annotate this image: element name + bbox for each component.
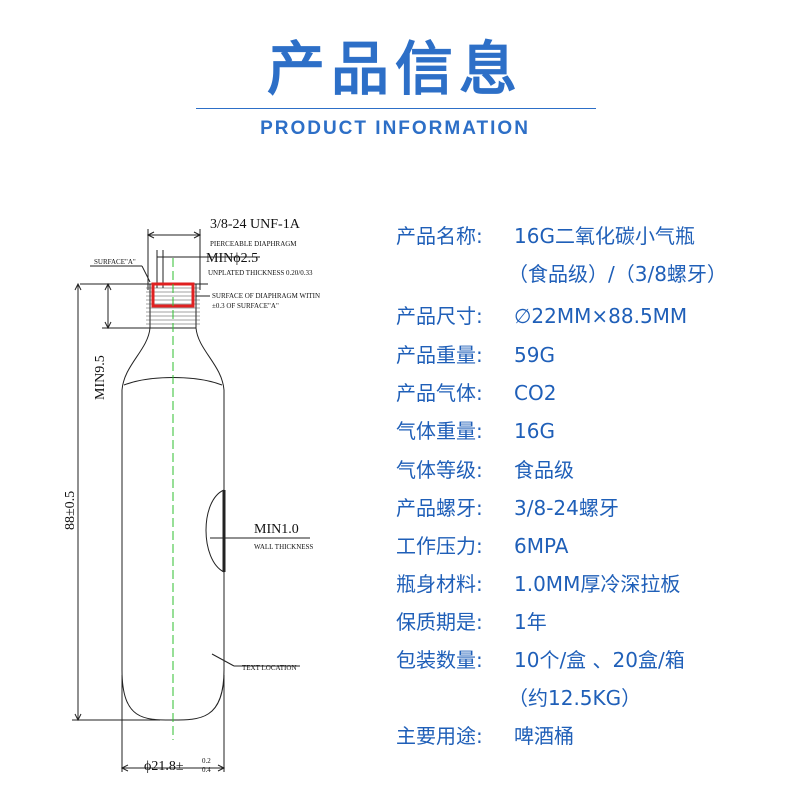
unplated-label: UNPLATED THICKNESS 0.20/0.33 [208,269,313,277]
spec-row-thread: 产品螺牙: 3/8-24螺牙 [396,492,619,521]
spec-value: 16G [514,419,555,443]
spec-label: 包装数量: [396,648,483,672]
wall-thickness-label: WALL THICKNESS [254,543,313,551]
text-location-label: TEXT LOCATION [242,664,297,672]
diameter-tol-upper: 0.2 [202,757,211,765]
spec-row-usage: 主要用途: 啤酒桶 [396,720,574,749]
spec-label: 产品气体: [396,381,483,405]
page-subtitle: PRODUCT INFORMATION [260,118,530,139]
surface-note-line1: SURFACE OF DIAPHRAGM WITIN [212,292,320,300]
spec-label: 气体等级: [396,458,483,482]
spec-label: 保质期是: [396,610,483,634]
spec-label: 工作压力: [396,534,483,558]
spec-value: 1.0MM厚冷深拉板 [514,572,681,596]
spec-row-weight: 产品重量: 59G [396,339,555,368]
spec-value: 59G [514,343,555,367]
spec-value: 16G二氧化碳小气瓶 [514,224,695,248]
spec-value: ∅22MM×88.5MM [514,304,688,328]
length-label: 88±0.5 [63,491,78,530]
min-diaphragm-label: MINϕ2.5 [206,251,258,266]
spec-row-size: 产品尺寸: ∅22MM×88.5MM [396,300,687,329]
spec-label: 产品尺寸: [396,304,483,328]
min95-label: MIN9.5 [93,355,108,400]
spec-label: 产品名称: [396,224,483,248]
spec-value: 啤酒桶 [514,724,574,748]
piercable-label: PIERCEABLE DIAPHRAGM [210,240,297,248]
spec-value: CO2 [514,381,557,405]
surface-note-line2: ±0.3 OF SURFACE"A" [212,302,279,310]
spec-row-shelf-life: 保质期是: 1年 [396,606,547,635]
spec-value: 6MPA [514,534,569,558]
spec-label: 气体重量: [396,419,483,443]
spec-row-name: 产品名称: 16G二氧化碳小气瓶 [396,220,695,249]
spec-row-gas-grade: 气体等级: 食品级 [396,454,574,483]
spec-row-packaging: 包装数量: 10个/盒 、20盒/箱 [396,644,685,673]
page-title: 产品信息 [266,35,523,103]
spec-row-material: 瓶身材料: 1.0MM厚冷深拉板 [396,568,680,597]
spec-value: 1年 [514,610,547,634]
thread-label: 3/8-24 UNF-1A [210,217,301,232]
title-divider [196,108,596,109]
spec-label: 主要用途: [396,724,483,748]
cylinder-technical-drawing: 3/8-24 UNF-1A PIERCEABLE DIAPHRAGM MINϕ2… [63,217,320,774]
wall-min-label: MIN1.0 [254,522,299,537]
diameter-tol-lower: 0.4 [202,766,211,774]
spec-value-continuation: （约12.5KG） [508,686,642,710]
spec-label: 产品螺牙: [396,496,483,520]
spec-row-pressure: 工作压力: 6MPA [396,530,568,559]
spec-value: 3/8-24螺牙 [514,496,619,520]
diameter-label: ϕ21.8± [144,759,184,774]
spec-label: 瓶身材料: [396,572,483,596]
surface-a-label: SURFACE"A" [94,258,136,266]
spec-label: 产品重量: [396,343,483,367]
spec-value: 食品级 [514,458,574,482]
spec-value: 10个/盒 、20盒/箱 [514,648,685,672]
spec-value-continuation: （食品级）/（3/8螺牙） [508,262,727,286]
spec-row-gas: 产品气体: CO2 [396,377,556,406]
spec-row-gas-weight: 气体重量: 16G [396,415,555,444]
